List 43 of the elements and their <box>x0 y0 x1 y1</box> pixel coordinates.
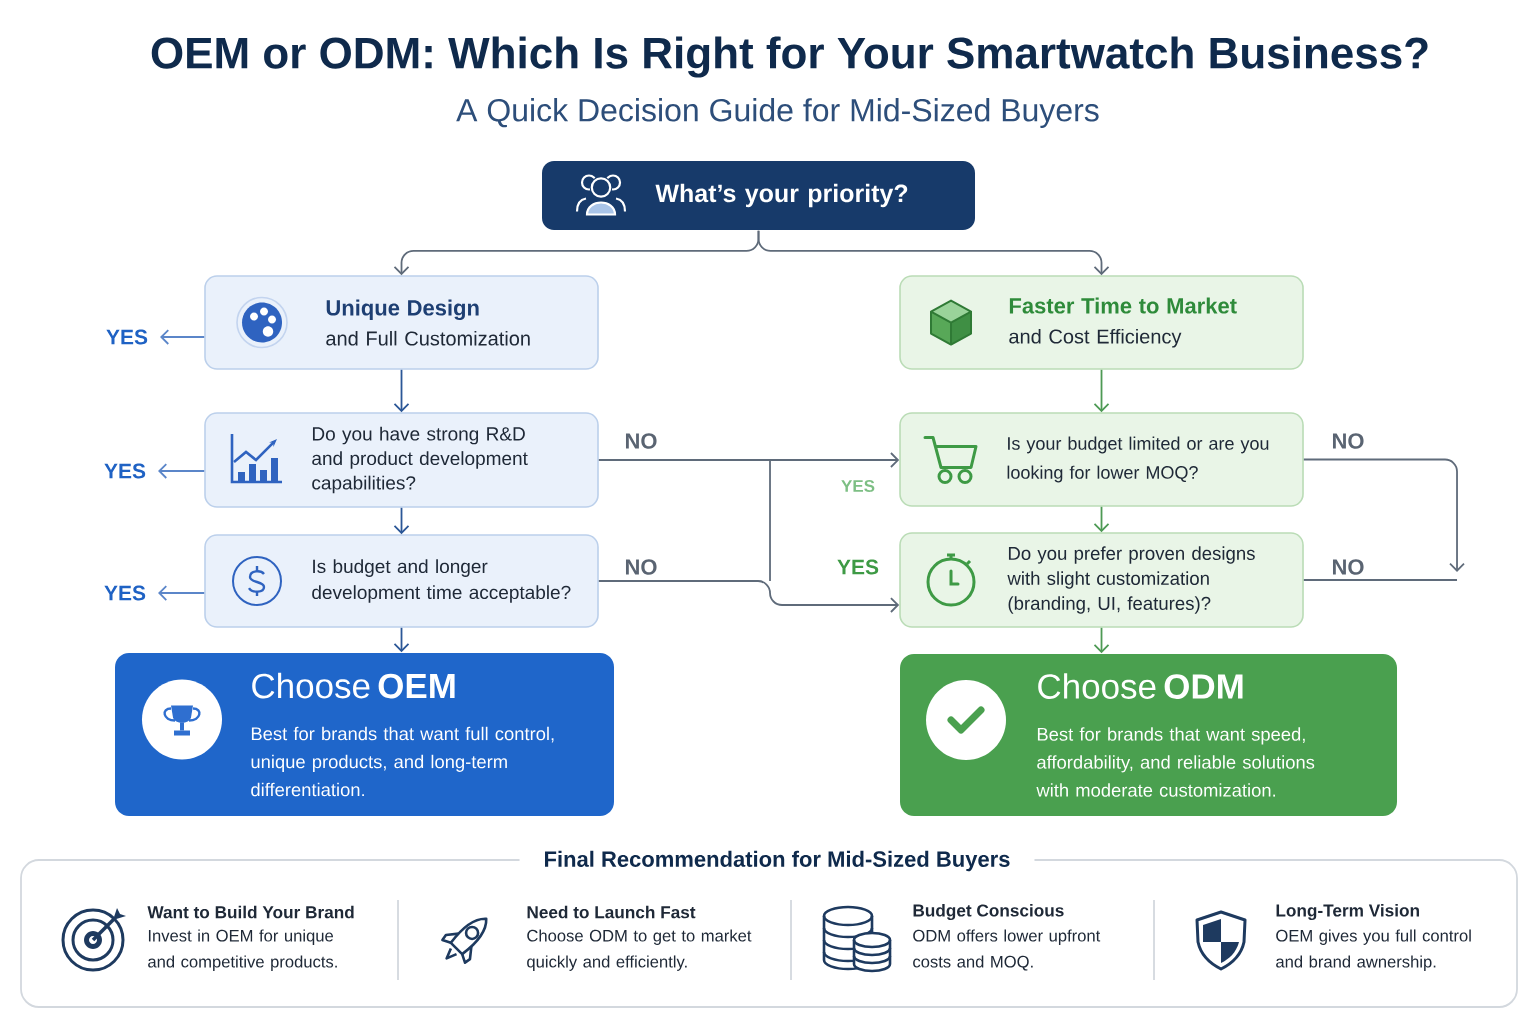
title: OEM or ODM: Which Is Right for Your Smartwatch Business? <box>151 36 1428 78</box>
question-box: Is your budget limited or are you looking for lower MOQ? <box>899 412 1304 507</box>
item-text: OEM gives you full control and brand awnership. <box>1276 929 1471 971</box>
option-box: Unique Design and Full Customization <box>204 275 599 370</box>
item-heading: Budget Conscious <box>913 903 1064 921</box>
result-box: Choose ODM Best for brands that want speed, affordability, and reliable solutions with moderate customization. <box>900 654 1397 816</box>
connector-line <box>1302 579 1458 581</box>
result-box: Choose OEM Best for brands that want full control, unique products, and long-term differentiation. <box>115 653 614 816</box>
item-text: Choose ODM to get to market quickly and efficiently. <box>527 929 752 971</box>
answer-label: YES <box>104 585 146 601</box>
arrow <box>757 229 1110 276</box>
edge-label: NO <box>1328 430 1368 452</box>
subtitle: A Quick Decision Guide for Mid-Sized Buyers <box>456 98 1099 128</box>
arrow <box>1093 505 1110 533</box>
item-heading: Long-Term Vision <box>1276 903 1419 921</box>
arrow <box>393 626 410 653</box>
arrow <box>160 329 206 345</box>
answer-label: YES <box>841 480 875 492</box>
answer-label: YES <box>106 329 148 345</box>
arrow <box>597 452 900 468</box>
item-heading: Need to Launch Fast <box>527 905 696 919</box>
arrow <box>597 580 900 613</box>
arrow <box>1093 626 1110 654</box>
item-heading: Want to Build Your Brand <box>147 905 354 919</box>
question-box: Do you have strong R&D and product development capabilities? <box>204 412 599 508</box>
arrow <box>393 506 410 535</box>
edge-label: NO <box>1328 556 1368 578</box>
edge-label: NO <box>621 430 661 452</box>
arrow <box>393 368 410 413</box>
item-text: Invest in OEM for unique and competitive products. <box>148 929 337 971</box>
arrow <box>1093 368 1110 413</box>
item-text: ODM offers lower upfront costs and MOQ. <box>913 929 1101 971</box>
question-box: What’s your priority? <box>542 161 975 230</box>
answer-label: YES <box>837 559 879 575</box>
question-box: Do you prefer proven designs with slight customization (branding, UI, features)? <box>899 532 1304 628</box>
arrow <box>158 585 206 601</box>
arrow <box>1302 458 1465 572</box>
connector-line <box>769 459 771 582</box>
answer-label: YES <box>104 463 146 479</box>
arrow <box>158 463 206 479</box>
question-box: Is budget and longer development time acceptable? <box>204 534 599 628</box>
option-box: Faster Time to Market and Cost Efficiency <box>899 275 1304 370</box>
edge-label: NO <box>621 556 661 578</box>
